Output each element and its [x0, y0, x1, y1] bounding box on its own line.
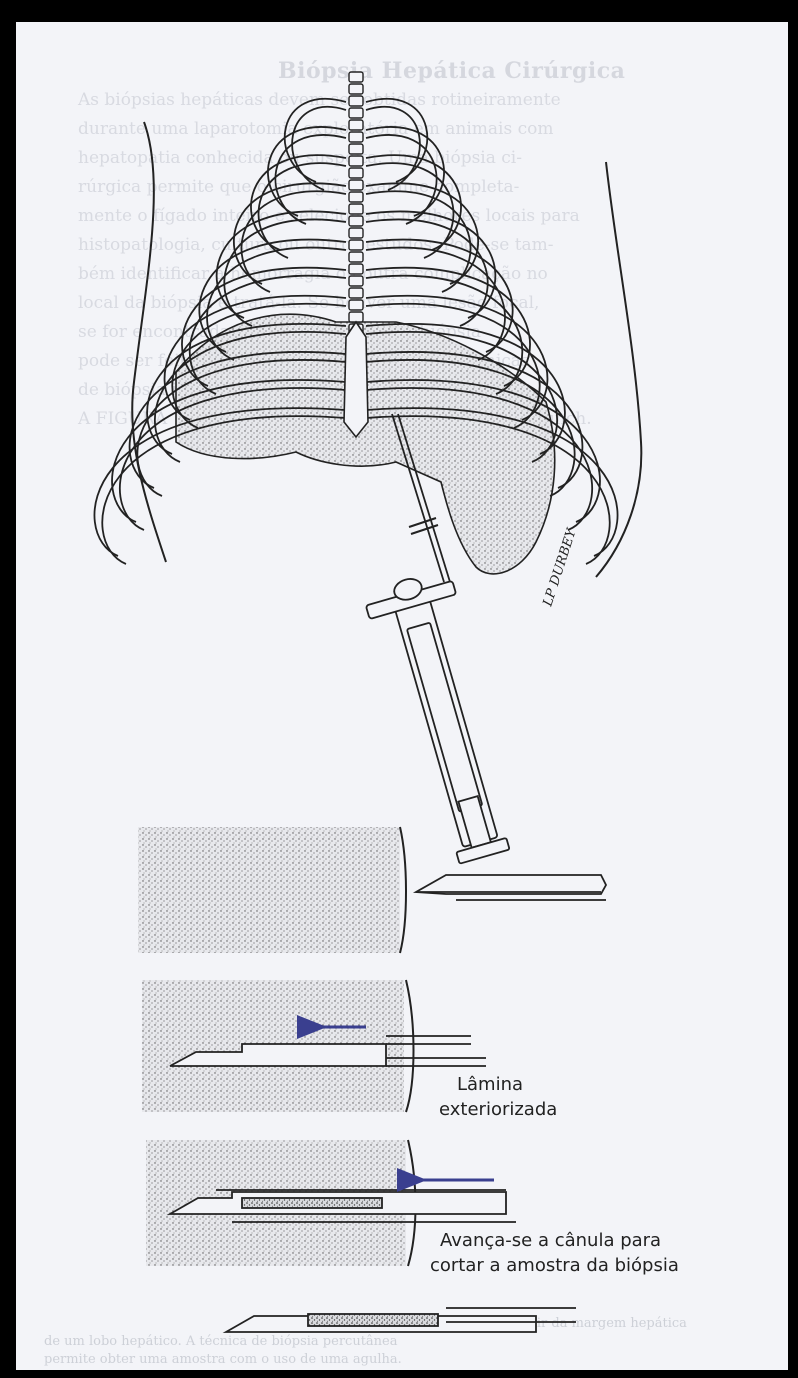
vertebra [349, 276, 363, 286]
panel-needle-at-surface [138, 827, 606, 953]
caption-blade: Lâmina exteriorizada [439, 1072, 557, 1122]
vertebra [349, 192, 363, 202]
vertebra [349, 72, 363, 82]
rib [366, 107, 420, 190]
vertebra [349, 168, 363, 178]
vertebra [349, 180, 363, 190]
vertebra [349, 216, 363, 226]
rib [285, 99, 346, 182]
vertebra [349, 288, 363, 298]
caption-blade-line2: exteriorizada [439, 1097, 557, 1122]
caption-cannula-line1: Avança-se a cânula para [430, 1228, 679, 1253]
vertebra [349, 204, 363, 214]
vertebra [349, 108, 363, 118]
rib [292, 107, 346, 190]
liver-biopsy-illustration: LP DURBEY [16, 22, 788, 1370]
vertebra [349, 156, 363, 166]
biopsy-syringe [362, 567, 528, 869]
vertebra [349, 120, 363, 130]
vertebra [349, 312, 363, 322]
vertebra [349, 228, 363, 238]
rib [366, 127, 444, 216]
sternum [344, 322, 368, 437]
book-page: Biópsia Hepática Cirúrgica As biópsias h… [16, 22, 788, 1370]
caption-cannula: Avança-se a cânula para cortar a amostra… [430, 1228, 679, 1278]
vertebra [349, 96, 363, 106]
rib [268, 127, 346, 216]
vertebra [349, 264, 363, 274]
rib [366, 99, 427, 182]
panel-biopsy-sample [226, 1308, 576, 1332]
vertebra [349, 132, 363, 142]
vertebra [349, 240, 363, 250]
vertebra [349, 144, 363, 154]
caption-blade-line1: Lâmina [439, 1072, 557, 1097]
vertebra [349, 252, 363, 262]
vertebra [349, 84, 363, 94]
artist-signature: LP DURBEY [540, 526, 580, 609]
panel-blade-exteriorized [142, 980, 486, 1112]
vertebra [349, 300, 363, 310]
caption-cannula-line2: cortar a amostra da biópsia [430, 1253, 679, 1278]
